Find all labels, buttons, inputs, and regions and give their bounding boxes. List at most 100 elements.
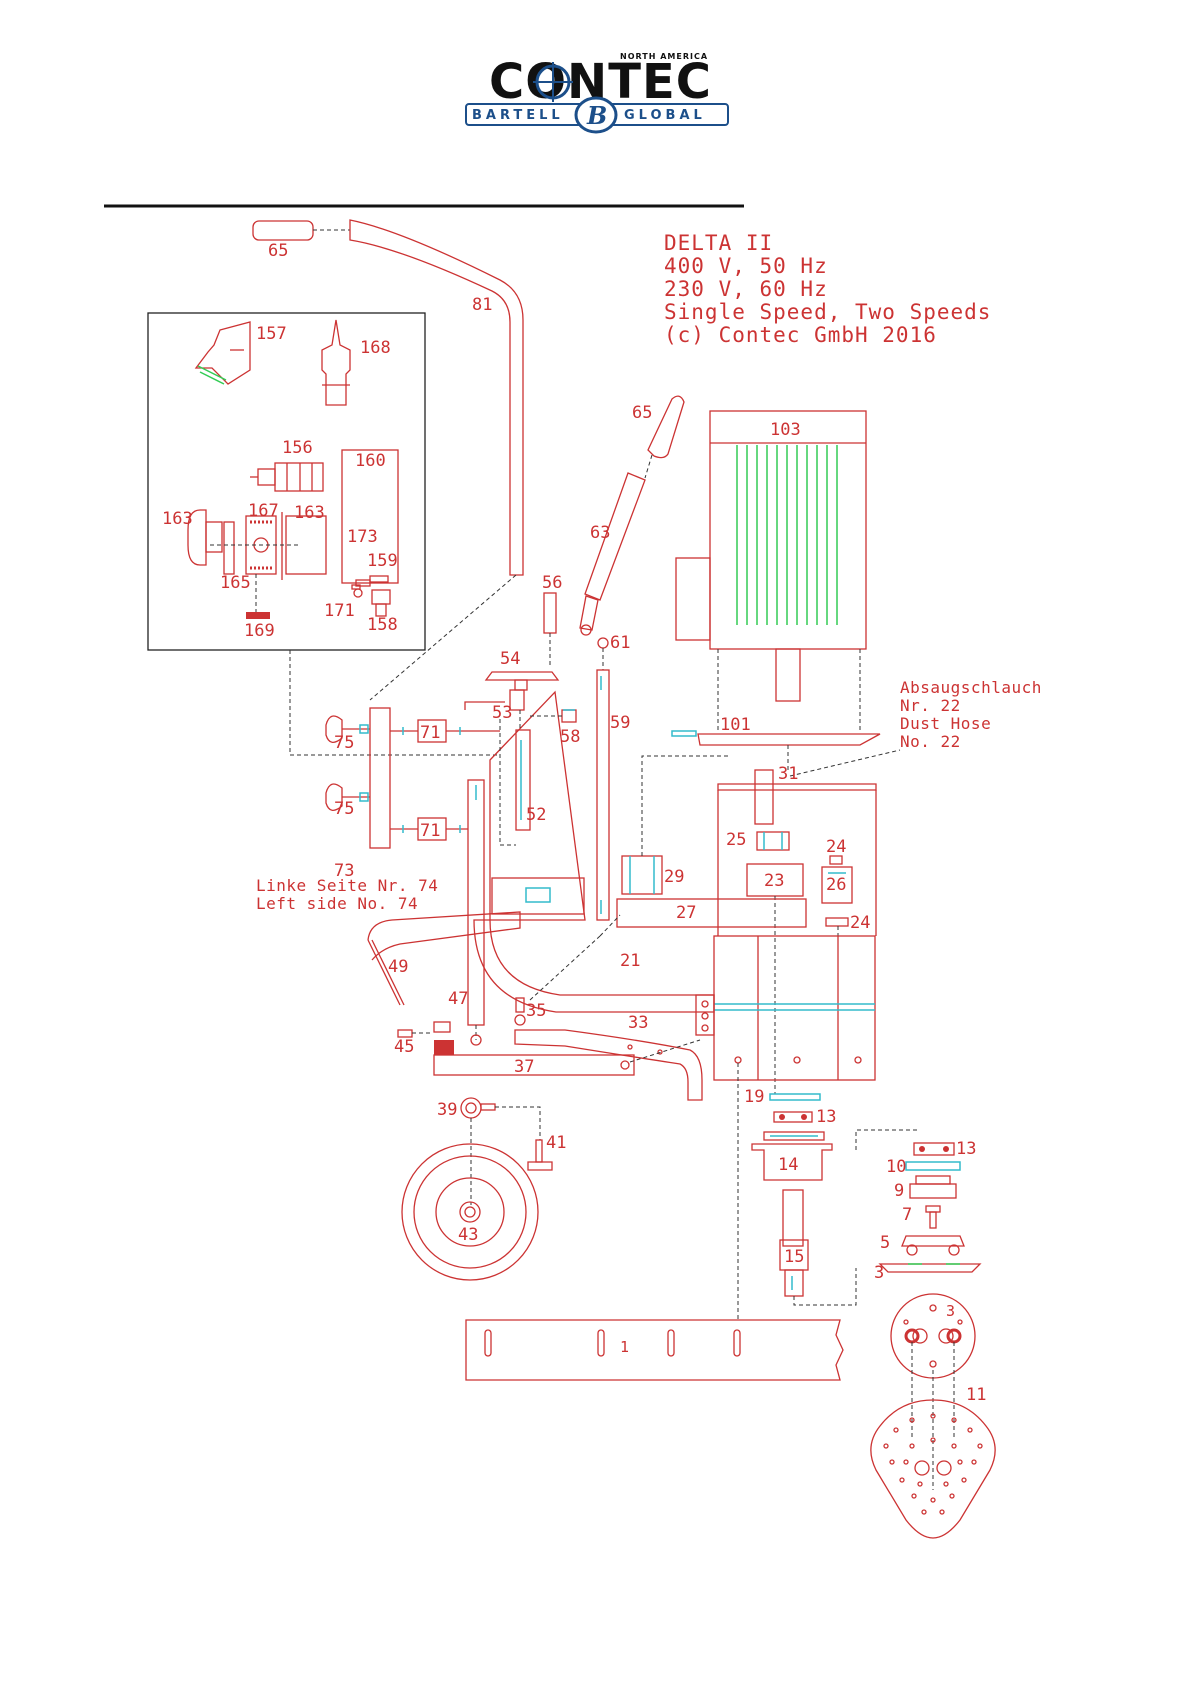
capacitor-29 <box>621 855 663 895</box>
gear-26 <box>821 866 853 904</box>
part-35 <box>515 997 525 1013</box>
spindle-52 <box>515 729 531 831</box>
dust-hose-note-line-2: Nr. 22 <box>900 696 961 715</box>
contec-logo: NORTH AMERICA CONTEC BARTELL GLOBAL B <box>465 52 729 134</box>
part-label: 59 <box>610 713 630 733</box>
mount-27 <box>616 898 807 928</box>
title-line-voltage-1: 400 V, 50 Hz <box>664 254 828 278</box>
part-159 <box>369 575 389 583</box>
part-label: 15 <box>784 1247 804 1267</box>
part-label: 156 <box>282 438 313 458</box>
part-label: 75 <box>334 799 354 819</box>
part-label: 33 <box>628 1013 648 1033</box>
title-line-speeds: Single Speed, Two Speeds <box>664 300 991 324</box>
grip-65-top <box>252 220 314 241</box>
part-58 <box>561 709 577 723</box>
knob-75-lower <box>325 783 370 811</box>
lever-33-assembly <box>514 997 703 1101</box>
motor-terminal-box <box>675 557 711 641</box>
post-47 <box>467 779 485 1026</box>
bearing-25 <box>756 831 790 851</box>
part-label: 71 <box>420 821 440 841</box>
part-label: 61 <box>610 633 630 653</box>
part-label: 7 <box>902 1205 912 1225</box>
part-label: 73 <box>334 861 354 881</box>
part-label: 26 <box>826 875 846 895</box>
axle-39 <box>460 1097 482 1119</box>
part-label: 171 <box>324 601 355 621</box>
grip-65-lever <box>647 395 685 459</box>
wheel-assembly <box>401 1097 553 1281</box>
grinding-pad-11 <box>870 1399 996 1539</box>
dust-hose-note: Absaugschlauch Nr. 22 Dust Hose No. 22 <box>900 678 1042 751</box>
dust-hose-note-line-3: Dust Hose <box>900 714 991 733</box>
title-line-voltage-2: 230 V, 60 Hz <box>664 277 828 301</box>
logo-badge-letter: B <box>586 101 607 130</box>
part-5 <box>901 1235 965 1247</box>
part-label: 31 <box>778 764 798 784</box>
part-label: 168 <box>360 338 391 358</box>
left-side-note-line-2: Left side No. 74 <box>256 894 418 913</box>
part-label: 169 <box>244 621 275 641</box>
part-label: 65 <box>268 241 288 261</box>
part-label: 81 <box>472 295 492 315</box>
dust-hose-note-line-4: No. 22 <box>900 732 961 751</box>
part-171 <box>353 588 363 598</box>
bolt-45 <box>397 1029 413 1038</box>
part-label: 63 <box>590 523 610 543</box>
arm-63 <box>584 472 646 601</box>
part-label: 75 <box>334 733 354 753</box>
motor-cooling-fins <box>736 445 838 625</box>
part-label: 54 <box>500 649 520 669</box>
handle-bar-81 <box>349 219 524 576</box>
lever-assembly <box>543 395 685 921</box>
part-label: 103 <box>770 420 801 440</box>
part-label: 65 <box>632 403 652 423</box>
part-label: 71 <box>420 723 440 743</box>
ring-10 <box>905 1161 961 1171</box>
motor-plate-101 <box>697 733 881 746</box>
part-label: 53 <box>492 703 512 723</box>
ring-24-bottom <box>825 917 849 927</box>
part-label: 158 <box>367 615 398 635</box>
part-label: 29 <box>664 867 684 887</box>
cable-gland-156 <box>274 462 324 492</box>
electrical-inset <box>147 312 426 651</box>
part-label: 5 <box>880 1233 890 1253</box>
crosshair-icon <box>533 62 573 102</box>
part-label: 25 <box>726 830 746 850</box>
dust-hose-note-line-1: Absaugschlauch <box>900 678 1042 697</box>
part-label: 159 <box>367 551 398 571</box>
part-label: 173 <box>347 527 378 547</box>
bolt-41 <box>535 1139 543 1163</box>
left-side-note-line-1: Linke Seite Nr. 74 <box>256 876 438 895</box>
handle-assembly <box>252 219 524 701</box>
bearing-13-left <box>773 1111 813 1123</box>
part-label: 27 <box>676 903 696 923</box>
part-label: 3 <box>874 1263 884 1283</box>
part-label: 167 <box>248 501 279 521</box>
part-53 <box>509 689 525 711</box>
motor-103 <box>671 410 881 770</box>
part-label: 9 <box>894 1181 904 1201</box>
side-plate-73 <box>369 707 391 849</box>
part-label: 56 <box>542 573 562 593</box>
housing-163 <box>285 515 327 575</box>
ring-19 <box>769 1093 821 1101</box>
plug-157 <box>194 321 251 385</box>
logo-right-text: GLOBAL <box>624 108 706 123</box>
title-block: DELTA II 400 V, 50 Hz 230 V, 60 Hz Singl… <box>664 231 991 347</box>
disc-3 <box>890 1293 976 1379</box>
part-label: 165 <box>220 573 251 593</box>
part-label: 163 <box>162 509 193 529</box>
part-61 <box>597 637 609 649</box>
grinding-head-stack <box>878 1142 982 1273</box>
gearbox-assembly <box>616 755 877 1094</box>
frame-plate <box>491 877 585 915</box>
part-label: 19 <box>744 1087 764 1107</box>
base-37-assembly <box>397 1021 701 1076</box>
knob-163 <box>187 509 207 566</box>
bolt-56 <box>543 592 557 634</box>
